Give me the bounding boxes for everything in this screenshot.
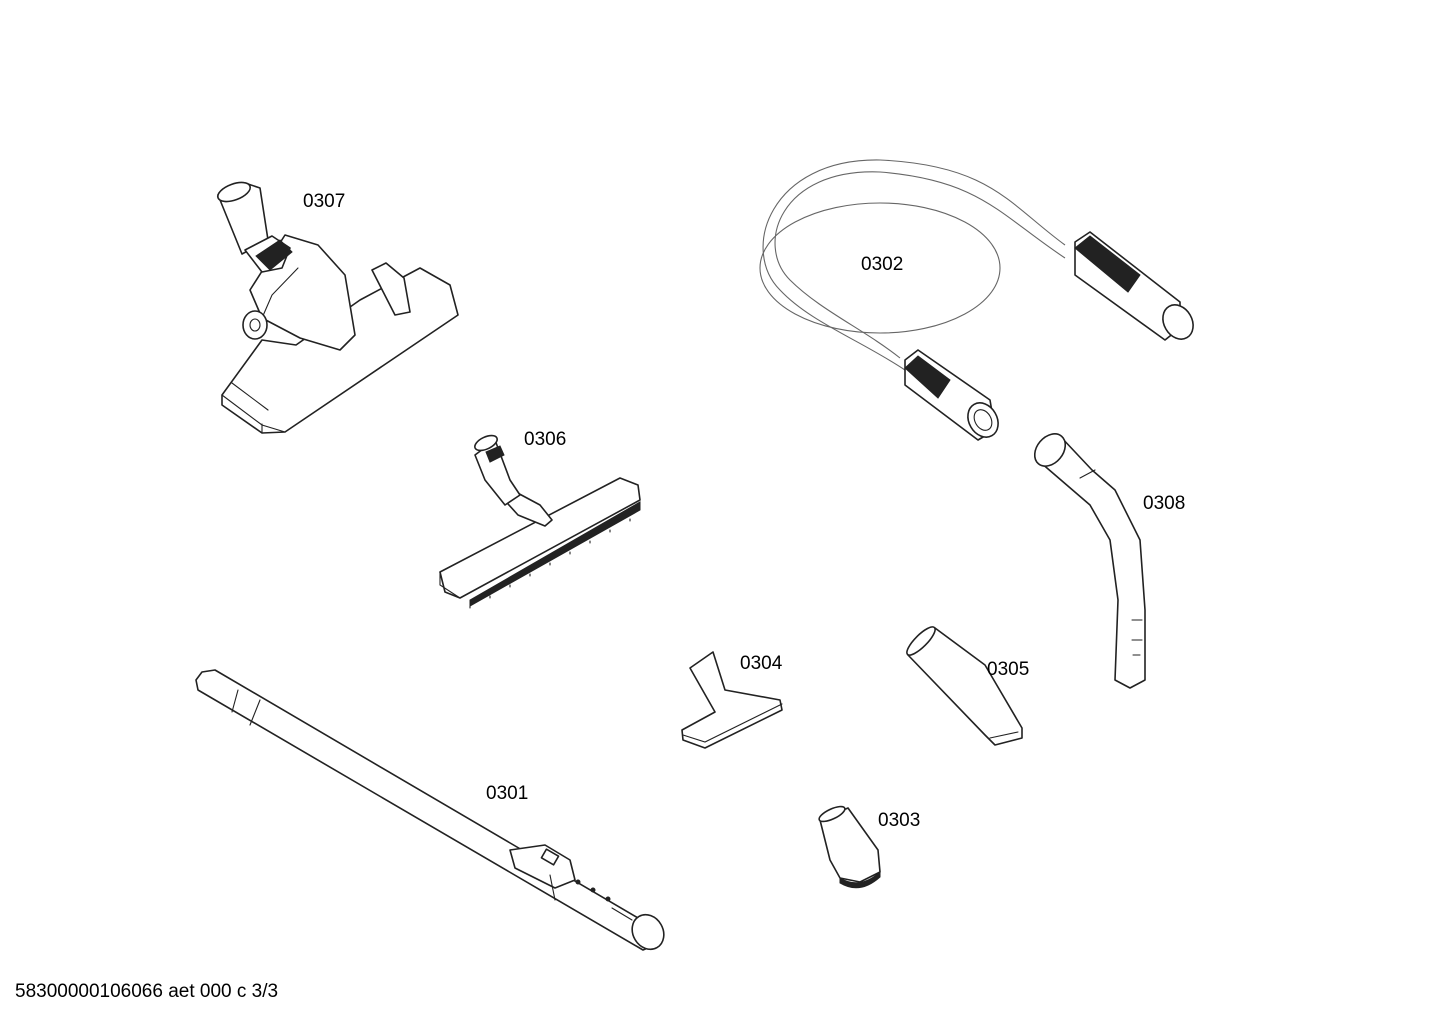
upholstery-nozzle-icon <box>818 805 881 889</box>
floor-nozzle-icon <box>216 181 459 434</box>
parquet-brush-icon <box>439 434 641 609</box>
part-label-0305: 0305 <box>987 659 1030 680</box>
part-label-0303: 0303 <box>878 810 921 831</box>
document-footer: 58300000106066 aet 000 c 3/3 <box>15 981 279 1002</box>
part-label-0302: 0302 <box>861 254 904 275</box>
part-label-0307: 0307 <box>303 191 346 212</box>
part-label-0304: 0304 <box>740 653 783 674</box>
small-nozzle-icon <box>681 651 783 749</box>
part-label-0306: 0306 <box>524 429 567 450</box>
crevice-nozzle-icon <box>906 626 1023 746</box>
suction-hose-icon <box>759 159 1194 441</box>
handle-bend-icon <box>1033 433 1146 689</box>
telescopic-tube-icon <box>195 669 665 951</box>
part-label-0301: 0301 <box>486 783 529 804</box>
part-label-0308: 0308 <box>1143 493 1186 514</box>
